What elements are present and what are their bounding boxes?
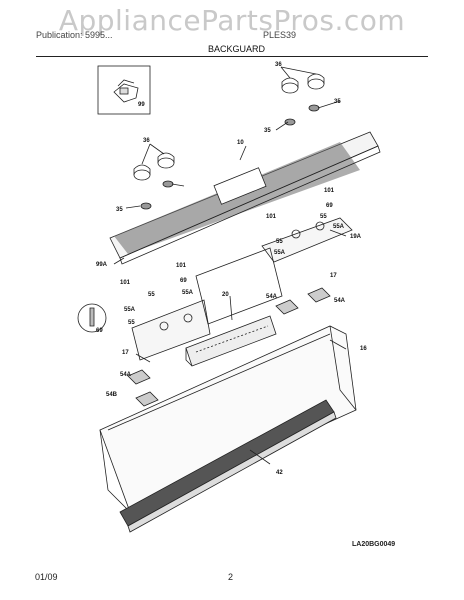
- callout-69: 69: [326, 203, 333, 209]
- callout-16: 16: [360, 346, 367, 352]
- section-title: BACKGUARD: [208, 44, 266, 54]
- callout-99A: 99A: [96, 262, 108, 268]
- callout-42: 42: [276, 470, 283, 476]
- callout-55A: 55A: [124, 307, 136, 313]
- header-rule: [36, 56, 428, 57]
- callout-55A: 55A: [182, 290, 194, 296]
- callout-54B: 54B: [106, 392, 118, 398]
- callout-55: 55: [148, 292, 155, 298]
- callout-36: 36: [143, 138, 150, 144]
- inset-box-99: [97, 65, 151, 115]
- screw-inset-69: [77, 303, 107, 333]
- callout-101: 101: [324, 188, 335, 194]
- callout-55: 55: [320, 214, 327, 220]
- switches: [127, 287, 331, 407]
- footer-date: 01/09: [35, 572, 58, 582]
- callout-55: 55: [128, 320, 135, 326]
- callout-55: 55: [276, 239, 283, 245]
- callout-17: 17: [330, 273, 337, 279]
- callout-10: 10: [237, 140, 244, 146]
- callout-99: 99: [138, 102, 145, 108]
- callout-35: 35: [334, 99, 341, 105]
- side-panel-left: [131, 299, 211, 361]
- backguard-16: [99, 325, 357, 513]
- callout-19A: 19A: [350, 234, 362, 240]
- footer-page-number: 2: [228, 572, 234, 582]
- callout-55A: 55A: [333, 224, 345, 230]
- callout-labels: 99 36 35 35 36 10 35 101 69 101 55 55A 1…: [96, 62, 367, 476]
- publication-label: Publication: 5995...: [36, 30, 113, 40]
- knob-group-left: [133, 143, 175, 210]
- callout-69: 69: [180, 278, 187, 284]
- callout-20: 20: [222, 292, 229, 298]
- callout-69: 69: [96, 328, 103, 334]
- leader-lines: [113, 100, 347, 465]
- control-panel-10: [109, 131, 381, 265]
- mounting-plate: [195, 247, 283, 325]
- callout-101: 101: [120, 280, 131, 286]
- callout-35: 35: [116, 207, 123, 213]
- callout-101: 101: [266, 214, 277, 220]
- electronic-control-20: [185, 295, 277, 367]
- vent-trim-42: [119, 399, 337, 533]
- side-panel-19A: [261, 217, 353, 263]
- callout-36: 36: [275, 62, 282, 68]
- watermark: AppliancePartsPros.com: [58, 4, 406, 37]
- figure-code: LA20BG0049: [352, 541, 396, 548]
- callout-17: 17: [122, 350, 129, 356]
- callout-54A: 54A: [266, 294, 278, 300]
- callout-54A: 54A: [120, 372, 132, 378]
- knob-group-right: [280, 66, 325, 126]
- callout-55A: 55A: [274, 250, 286, 256]
- callout-54A: 54A: [334, 298, 346, 304]
- callout-35: 35: [264, 128, 271, 134]
- callout-101: 101: [176, 263, 187, 269]
- model-label: PLES39: [263, 30, 297, 40]
